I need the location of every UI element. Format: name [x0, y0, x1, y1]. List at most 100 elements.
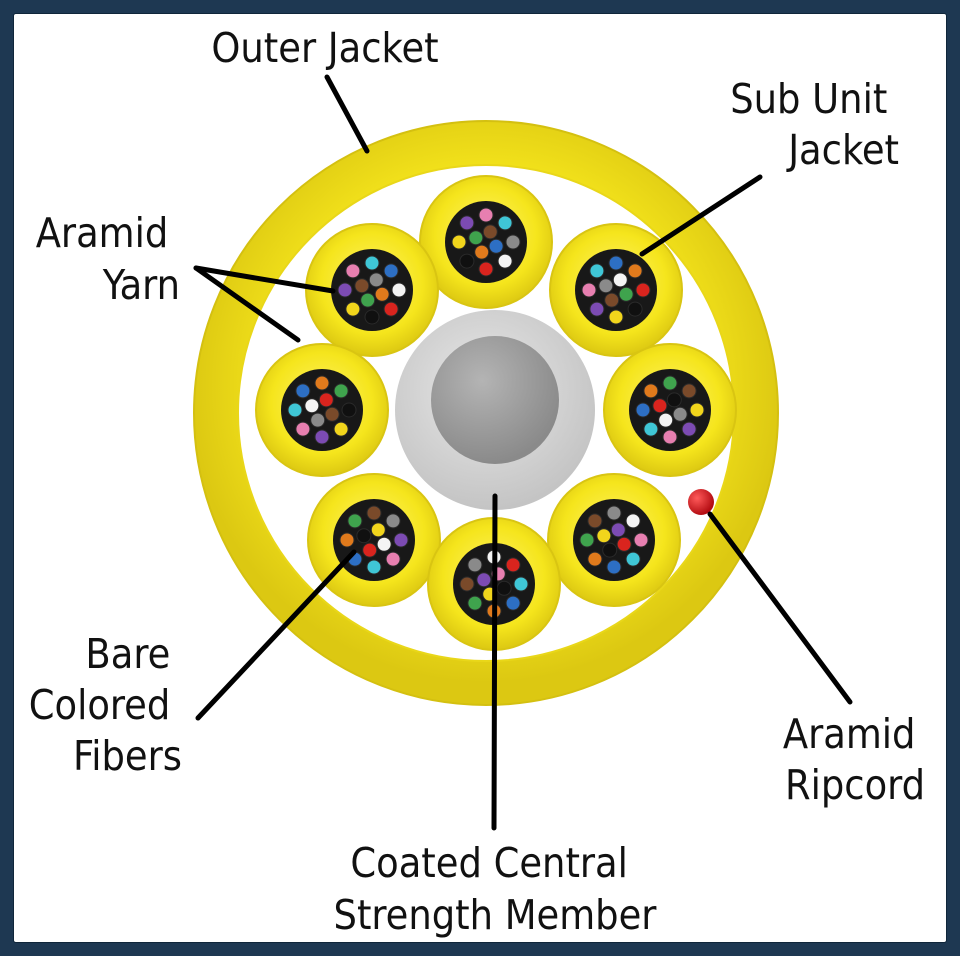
fiber: [333, 383, 349, 399]
fiber: [474, 244, 490, 260]
fiber: [587, 551, 603, 567]
sub-unit-top: [419, 175, 553, 309]
fiber: [324, 406, 340, 422]
leader-aramid-yarn-2: [193, 265, 301, 343]
fiber: [295, 383, 311, 399]
leader-aramid-yarn-1: [193, 265, 336, 294]
fiber: [579, 532, 595, 548]
fiber: [337, 282, 353, 298]
label-central-member-line1: Coated Central: [350, 839, 628, 887]
fiber: [488, 238, 504, 254]
label-bare-fibers-line2: Colored: [29, 681, 171, 729]
fiber: [505, 595, 521, 611]
fiber: [635, 402, 651, 418]
fiber: [295, 421, 311, 437]
fiber: [314, 429, 330, 445]
label-sub-unit-jacket-line2: Jacket: [786, 126, 899, 174]
fiber: [467, 595, 483, 611]
fiber: [643, 383, 659, 399]
fiber: [383, 301, 399, 317]
fiber: [341, 402, 357, 418]
fiber: [496, 580, 512, 596]
aramid-ripcord: [688, 489, 714, 515]
fiber: [304, 398, 320, 414]
fiber: [314, 375, 330, 391]
fiber: [374, 286, 390, 302]
fiber: [451, 234, 467, 250]
fiber: [589, 263, 605, 279]
fiber: [366, 559, 382, 575]
fiber: [598, 278, 614, 294]
label-sub-unit-jacket-line1: Sub Unit: [730, 75, 887, 123]
fiber: [467, 557, 483, 573]
fiber: [362, 542, 378, 558]
fiber: [616, 536, 632, 552]
fiber: [672, 406, 688, 422]
sub-unit-left: [255, 343, 389, 477]
fiber: [368, 272, 384, 288]
leader-outer-jacket: [324, 74, 370, 154]
fiber: [606, 559, 622, 575]
fiber: [662, 375, 678, 391]
fiber: [606, 505, 622, 521]
sub-unit-upper-left: [305, 223, 439, 357]
fiber: [476, 572, 492, 588]
fiber: [666, 392, 682, 408]
fiber: [354, 278, 370, 294]
fiber: [345, 263, 361, 279]
fiber: [652, 398, 668, 414]
fiber: [345, 301, 361, 317]
fiber: [662, 429, 678, 445]
fiber: [681, 383, 697, 399]
fiber: [366, 505, 382, 521]
sub-unit-lower-right: [547, 473, 681, 607]
fiber: [627, 301, 643, 317]
fiber: [364, 255, 380, 271]
fiber: [385, 551, 401, 567]
fiber: [635, 282, 651, 298]
fiber: [376, 536, 392, 552]
fiber: [364, 309, 380, 325]
sub-unit-upper-right: [549, 223, 683, 357]
fiber: [602, 542, 618, 558]
leader-ripcord: [707, 511, 853, 705]
fiber: [360, 292, 376, 308]
fiber: [478, 207, 494, 223]
fiber: [356, 528, 372, 544]
fiber: [627, 263, 643, 279]
leader-central-member: [491, 493, 498, 831]
label-aramid-yarn-line2: Yarn: [102, 261, 180, 309]
fiber: [505, 234, 521, 250]
fiber: [393, 532, 409, 548]
leader-sub-unit-jacket: [639, 174, 763, 257]
label-aramid-yarn: Aramid Yarn: [36, 209, 180, 309]
fiber: [618, 286, 634, 302]
fiber: [385, 513, 401, 529]
fiber: [497, 253, 513, 269]
label-sub-unit-jacket: Sub Unit Jacket: [730, 75, 899, 174]
central-strength-member: [395, 310, 595, 510]
fiber: [633, 532, 649, 548]
label-aramid-ripcord: Aramid Ripcord: [783, 710, 927, 809]
label-bare-fibers-line3: Fibers: [73, 732, 182, 780]
fiber: [459, 576, 475, 592]
fiber: [581, 282, 597, 298]
fiber: [459, 253, 475, 269]
label-ripcord-line1: Aramid: [783, 710, 916, 758]
fiber: [310, 412, 326, 428]
fiber: [482, 224, 498, 240]
sub-unit-lower-left: [307, 473, 441, 607]
fiber: [608, 255, 624, 271]
fiber: [625, 551, 641, 567]
fiber: [383, 263, 399, 279]
fiber: [318, 392, 334, 408]
fiber: [625, 513, 641, 529]
label-outer-jacket: Outer Jacket: [211, 24, 438, 72]
sub-units: [255, 175, 737, 651]
fiber: [391, 282, 407, 298]
fiber: [347, 513, 363, 529]
fiber: [658, 412, 674, 428]
fiber: [608, 309, 624, 325]
fiber: [459, 215, 475, 231]
